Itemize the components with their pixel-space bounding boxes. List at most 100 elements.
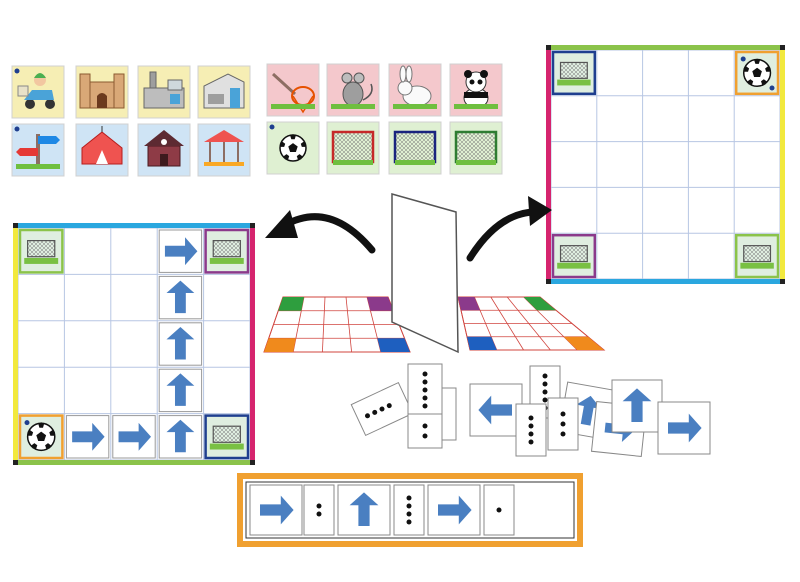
program-slot [393, 484, 425, 536]
picture-cards [11, 63, 503, 177]
arrow-right-icon [668, 413, 702, 443]
board-border-bottom [18, 460, 250, 465]
program-slot [427, 484, 481, 536]
picture-card [449, 121, 503, 175]
scooter-rider-icon [17, 73, 55, 109]
circus-tent-icon [81, 126, 123, 165]
curved-arrow-left [281, 213, 376, 254]
goal-net-icon [204, 228, 250, 274]
carousel-icon [204, 130, 244, 166]
mirror-board-setup [263, 193, 606, 354]
arrow-right-icon [72, 422, 105, 451]
modern-house-icon [203, 73, 245, 109]
corner-dot [14, 126, 20, 132]
picture-card [75, 123, 129, 177]
arrow-card [112, 415, 156, 459]
goal-net-icon [551, 233, 597, 279]
left-game-board [13, 223, 255, 465]
board-corner-tile [523, 297, 556, 311]
haunted-house-icon [144, 130, 184, 167]
dot-card [407, 363, 443, 417]
dots-5-icon [422, 371, 428, 409]
arrow-up-icon [576, 395, 602, 426]
picture-card [326, 121, 380, 175]
goal-net-icon [331, 130, 375, 165]
picture-card [137, 65, 191, 119]
board-corner [250, 223, 255, 228]
corner-dot [269, 124, 275, 130]
arrow-card [158, 229, 203, 273]
arrow-right-icon [164, 237, 198, 266]
rabbit-icon [393, 65, 437, 109]
board-corner [780, 279, 785, 284]
signpost-icon [16, 134, 60, 169]
board-corner-tile [467, 336, 497, 350]
picture-card [266, 63, 320, 117]
dot-card [350, 381, 414, 437]
arrow-card [657, 401, 711, 455]
board-corner-tile [264, 338, 296, 352]
dots-1-icon [496, 507, 502, 513]
goal-net-icon [204, 414, 250, 460]
mirror-panel [391, 193, 459, 354]
board-border-bottom [551, 279, 780, 284]
board-corner [546, 279, 551, 284]
factory-icon [143, 71, 185, 109]
program-slot [249, 484, 303, 536]
program-slot [483, 484, 515, 536]
arrow-card [469, 383, 523, 437]
board-corner [13, 460, 18, 465]
board-corner-tile [278, 297, 304, 311]
mouse-icon [331, 72, 375, 109]
arrow-up-icon [166, 419, 195, 453]
picture-card [449, 63, 503, 117]
arrow-right-icon [260, 495, 294, 525]
soccer-ball-icon [279, 134, 307, 162]
picture-card [75, 65, 129, 119]
dots-3-icon [560, 411, 566, 437]
picture-card [388, 121, 442, 175]
picture-card [11, 65, 65, 119]
arrow-card [158, 368, 203, 413]
dots-2-icon [316, 503, 322, 517]
corner-dot [24, 420, 30, 426]
board-corner [780, 45, 785, 50]
corner-dot [769, 85, 775, 91]
board-corner [250, 460, 255, 465]
picture-card [137, 123, 191, 177]
picture-card [388, 63, 442, 117]
arrow-up-icon [166, 326, 195, 360]
arrow-up-icon [166, 280, 195, 314]
board-corner-tile [377, 338, 410, 352]
board-corner [546, 45, 551, 50]
panda-icon [454, 70, 498, 109]
picture-card [197, 123, 251, 177]
picture-card [11, 123, 65, 177]
arrow-up-icon [349, 492, 379, 527]
program-slot [337, 484, 391, 536]
picture-card [266, 121, 320, 175]
castle-icon [79, 73, 125, 109]
board-corner-tile [367, 297, 394, 311]
arrow-up-icon [622, 388, 652, 423]
program-slot [303, 484, 335, 536]
goal-net-icon [18, 228, 64, 274]
dot-card [547, 397, 579, 451]
dot-card [515, 403, 547, 457]
dots-4-icon [406, 495, 412, 525]
board-corner-tile [563, 336, 604, 350]
arrow-right-icon [438, 495, 472, 525]
curved-arrow-left-head [265, 210, 298, 238]
arrow-card [158, 322, 203, 366]
arrow-up-icon [166, 373, 195, 406]
arrow-left-icon [478, 395, 512, 425]
goal-net-icon [734, 233, 780, 279]
picture-card [326, 63, 380, 117]
arrow-card [65, 415, 110, 459]
arrow-card [158, 415, 203, 459]
goal-net-icon [551, 50, 597, 96]
board-corner-tile [458, 297, 480, 311]
right-game-board [546, 45, 785, 284]
dots-4-icon [364, 403, 392, 419]
goal-net-icon [393, 130, 437, 165]
